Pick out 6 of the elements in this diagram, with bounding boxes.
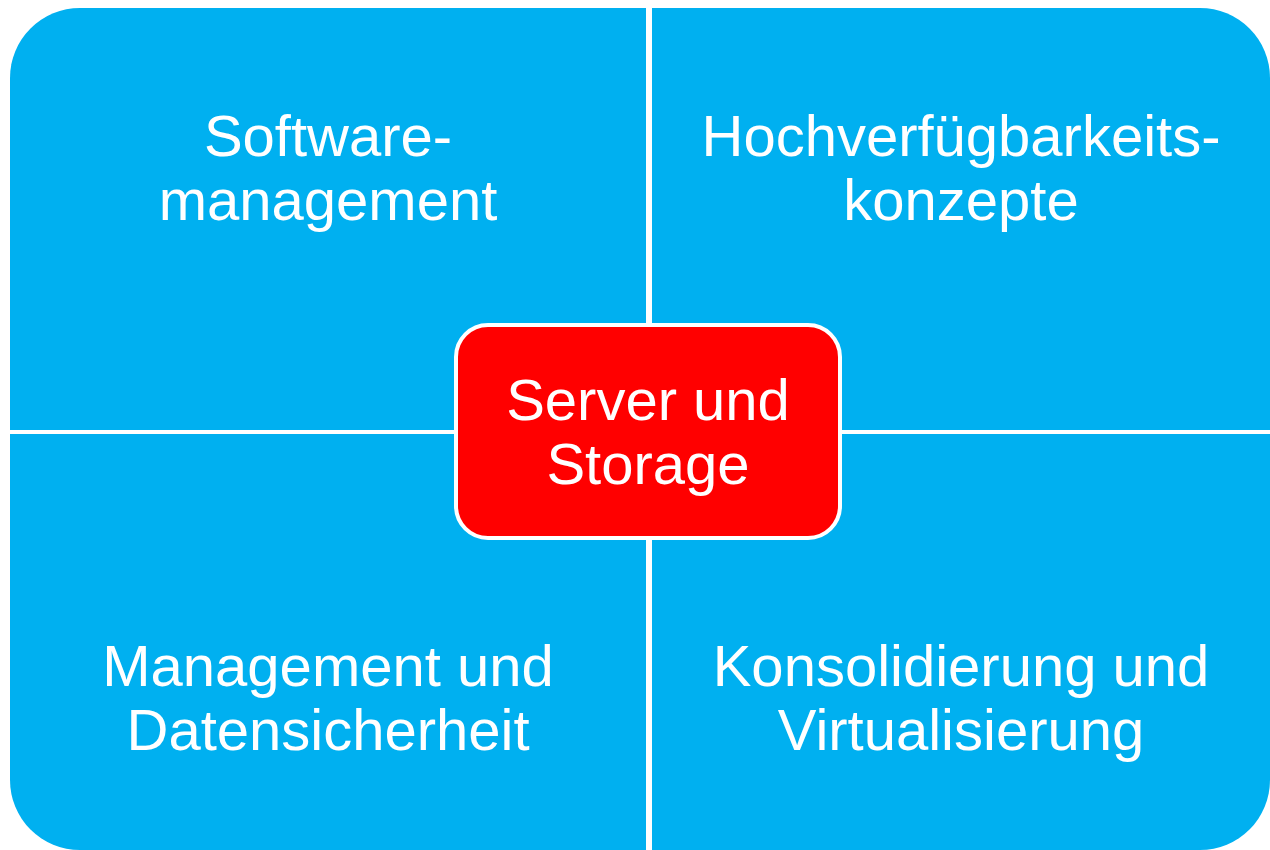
node-label: Hochverfügbarkeits-konzepte — [700, 104, 1222, 232]
node-label: Server und Storage — [505, 367, 791, 496]
center-box — [454, 323, 842, 540]
node-label: Software-management — [157, 104, 499, 232]
node-label: Management und Datensicherheit — [101, 634, 555, 762]
node-label: Konsolidierung und Virtualisierung — [711, 634, 1211, 762]
